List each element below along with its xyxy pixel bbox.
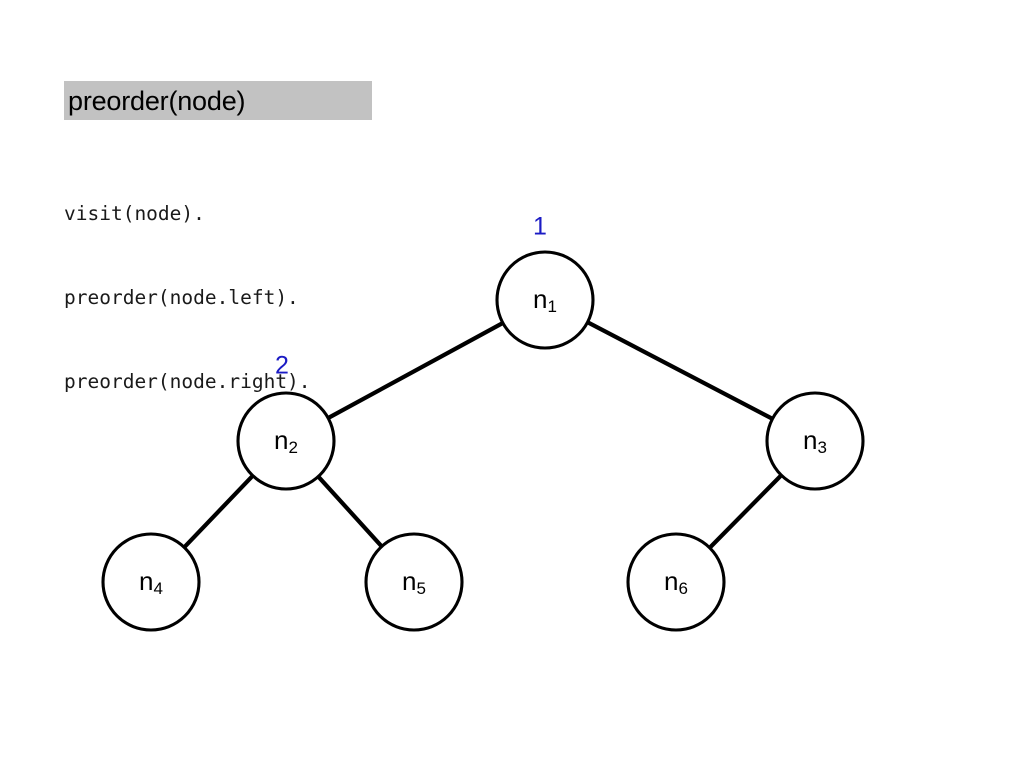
node-label-n6: n6 [664, 566, 688, 599]
visit-order-label-n1: 1 [533, 213, 547, 241]
code-line: preorder(node.right). [64, 370, 311, 393]
node-circle-n3 [765, 391, 865, 491]
code-line: visit(node). [64, 202, 205, 225]
tree-node-n2[interactable]: n2 [236, 391, 336, 491]
tree-node-n6[interactable]: n6 [626, 532, 726, 632]
node-circle-n2 [236, 391, 336, 491]
node-circle-n4 [101, 532, 201, 632]
page-title: preorder(node) [68, 86, 246, 116]
pseudocode-block: visit(node). preorder(node.left). preord… [64, 144, 311, 452]
node-label-n4: n4 [139, 566, 163, 599]
visit-order-layer: 12 [275, 213, 547, 380]
node-label-n2: n2 [274, 425, 298, 458]
node-label-n1: n1 [533, 284, 557, 317]
tree-node-n1[interactable]: n1 [495, 250, 595, 350]
node-circle-n6 [626, 532, 726, 632]
header-band [64, 81, 372, 120]
tree-edge-n1-n3 [584, 319, 776, 422]
node-label-n3: n3 [803, 425, 827, 458]
tree-edge-n1-n2 [325, 320, 506, 421]
node-circle-n5 [364, 532, 464, 632]
tree-edge-n2-n4 [181, 472, 256, 551]
visit-order-label-n2: 2 [275, 352, 289, 380]
tree-edge-layer [181, 319, 785, 551]
tree-edge-n2-n5 [315, 473, 385, 550]
tree-node-n4[interactable]: n4 [101, 532, 201, 632]
tree-node-n5[interactable]: n5 [364, 532, 464, 632]
tree-node-n3[interactable]: n3 [765, 391, 865, 491]
code-line: preorder(node.left). [64, 286, 299, 309]
node-label-n5: n5 [402, 566, 426, 599]
tree-node-layer: n1 n2 n3 n4 n5 n6 [101, 250, 865, 632]
node-circle-n1 [495, 250, 595, 350]
tree-edge-n3-n6 [706, 472, 785, 551]
